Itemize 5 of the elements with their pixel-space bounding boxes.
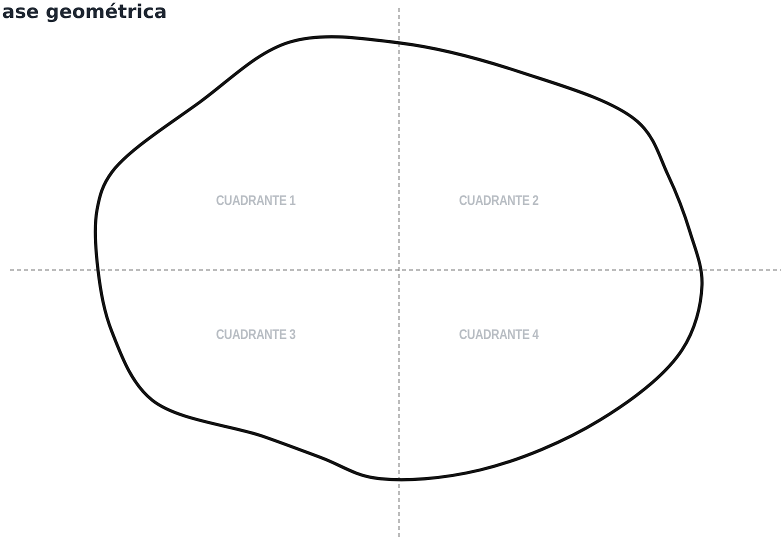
- quadrant-label: CUADRANTE 2: [459, 192, 539, 208]
- quadrant-label: CUADRANTE 1: [216, 192, 296, 208]
- title: ase geométrica: [2, 1, 167, 23]
- quadrant-label: CUADRANTE 3: [216, 326, 296, 342]
- quadrant-label: CUADRANTE 4: [459, 326, 539, 342]
